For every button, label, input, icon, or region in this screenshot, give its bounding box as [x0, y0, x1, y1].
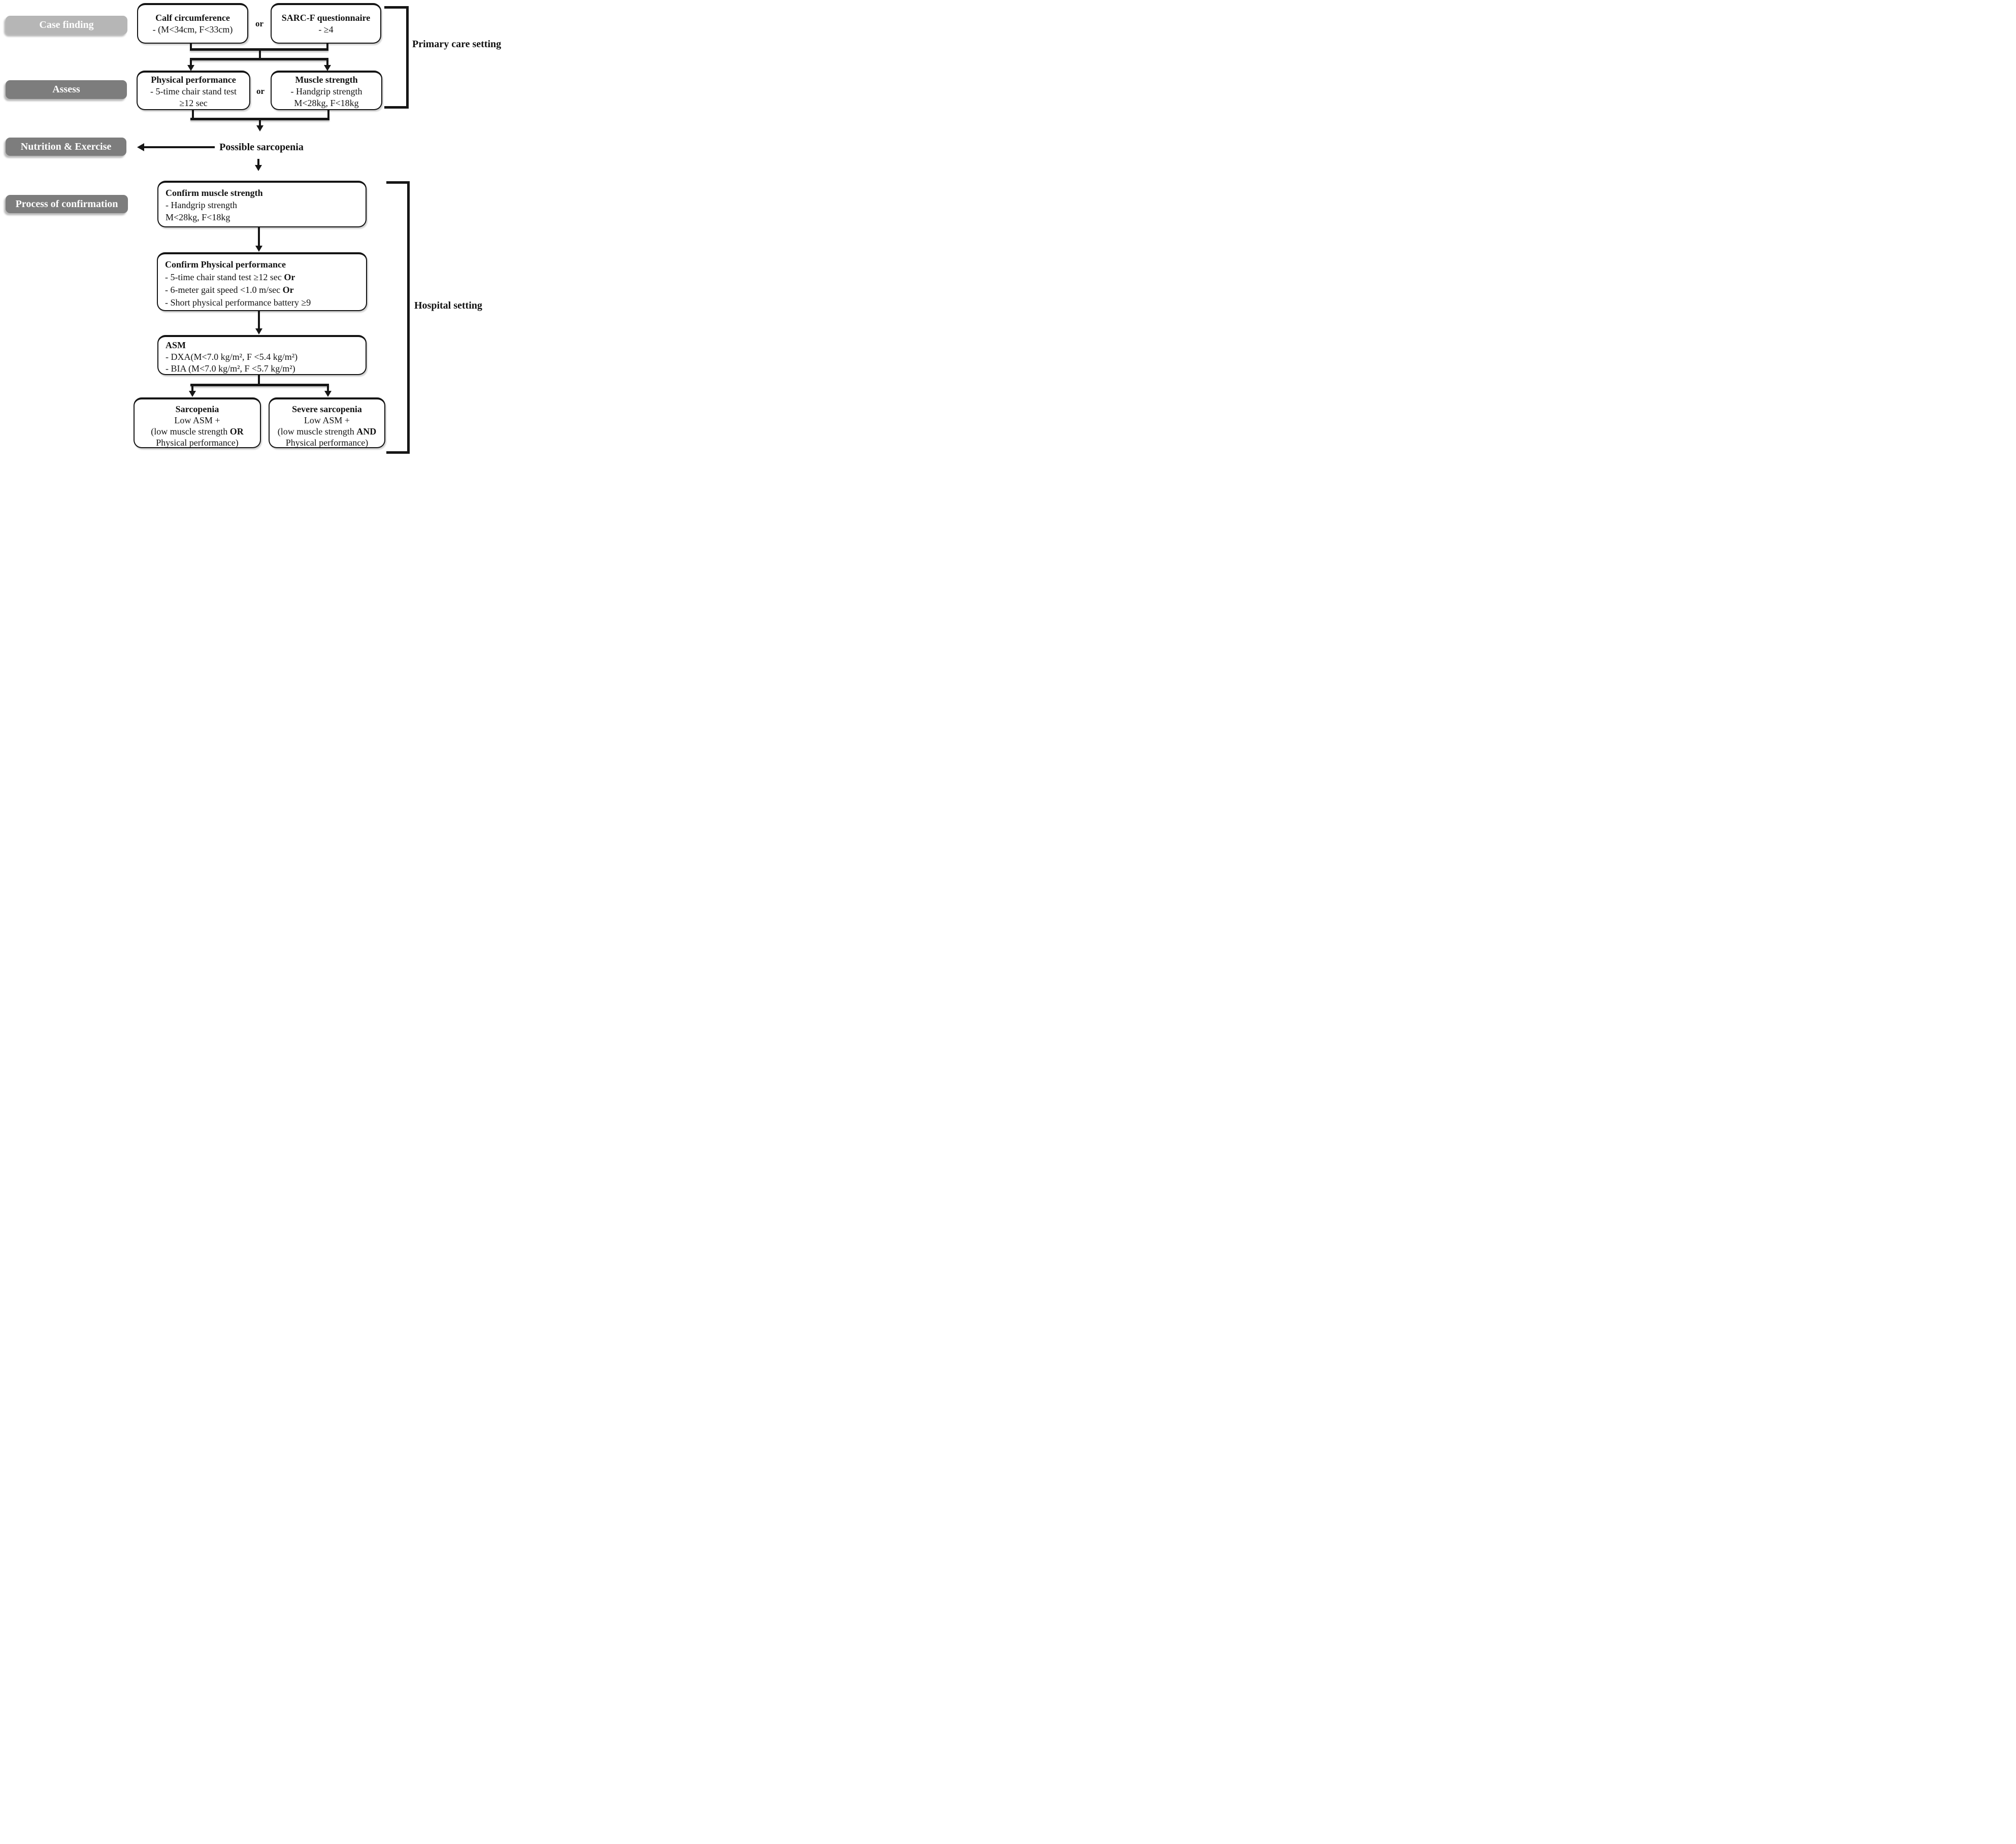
- box-physical-performance: Physical performance - 5-time chair stan…: [137, 71, 250, 110]
- severe-criteria-text: (low muscle strength: [277, 426, 357, 437]
- box-confirm-muscle-strength-cutoff: M<28kg, F<18kg: [166, 212, 230, 222]
- bracket-hospital-bottom-foot: [386, 451, 410, 454]
- connector-split-bar-outcomes: [190, 384, 329, 386]
- box-confirm-physical-performance-chair-stand: - 5-time chair stand test ≥12 sec Or: [165, 271, 366, 284]
- connector-stub-sarcf: [326, 44, 328, 49]
- connector-merge-bar-assess: [190, 118, 329, 120]
- box-confirm-physical-performance-gait-speed: - 6-meter gait speed <1.0 m/sec Or: [165, 284, 366, 296]
- stage-label-process-of-confirmation: Process of confirmation: [6, 195, 128, 213]
- hospital-setting-label: Hospital setting: [414, 300, 482, 311]
- box-confirm-muscle-strength-title: Confirm muscle strength: [166, 188, 263, 198]
- connector-stub-asm: [258, 375, 260, 385]
- box-muscle-strength-test: - Handgrip strength: [290, 86, 362, 96]
- box-confirm-muscle-strength: Confirm muscle strength - Handgrip stren…: [157, 181, 367, 227]
- box-asm: ASM - DXA(M<7.0 kg/m², F <5.4 kg/m²) - B…: [157, 335, 367, 375]
- box-sarc-f: SARC-F questionnaire - ≥4: [271, 3, 381, 44]
- box-confirm-muscle-strength-test: - Handgrip strength: [166, 200, 237, 210]
- box-sarcopenia-low-asm: Low ASM +: [174, 415, 220, 425]
- bracket-hospital-top-foot: [386, 181, 410, 184]
- arrow-down-icon-asm: [255, 328, 262, 334]
- connector-stub-physical: [192, 110, 194, 119]
- connector-center-drop-top: [259, 51, 261, 59]
- arrow-down-icon-muscle: [324, 65, 331, 71]
- box-muscle-strength-title: Muscle strength: [295, 75, 358, 85]
- box-sarcopenia-physical: Physical performance): [156, 438, 239, 448]
- sarcopenia-criteria-text: (low muscle strength: [151, 426, 230, 437]
- box-calf-circumference-title: Calf circumference: [155, 13, 230, 23]
- box-sarc-f-criteria: - ≥4: [318, 24, 334, 35]
- arrow-down-icon-confirm: [255, 165, 262, 171]
- connector-line-to-nutrition: [144, 146, 215, 148]
- box-confirm-physical-performance: Confirm Physical performance - 5-time ch…: [157, 252, 367, 311]
- or-label-assess: or: [256, 86, 265, 96]
- arrow-down-icon-physical: [187, 65, 194, 71]
- box-muscle-strength-cutoff: M<28kg, F<18kg: [294, 98, 359, 108]
- connector-arrow-line-sarcopenia: [191, 386, 193, 392]
- box-asm-title: ASM: [166, 340, 186, 350]
- connector-stub-muscle: [327, 110, 329, 119]
- chair-stand-or: Or: [284, 272, 295, 282]
- connector-arrow-line-severe: [327, 386, 329, 392]
- bracket-hospital-vertical: [407, 181, 410, 454]
- box-severe-sarcopenia-title: Severe sarcopenia: [292, 404, 362, 414]
- arrow-left-icon-nutrition: [137, 143, 144, 151]
- box-physical-performance-cutoff: ≥12 sec: [179, 98, 208, 108]
- severe-criteria-and: AND: [356, 426, 377, 437]
- connector-merge-bar-top: [190, 48, 328, 51]
- box-sarcopenia-criteria: (low muscle strength OR: [135, 426, 260, 437]
- gait-speed-text: - 6-meter gait speed <1.0 m/sec: [165, 285, 283, 295]
- box-confirm-physical-performance-title: Confirm Physical performance: [165, 259, 286, 270]
- connector-arrow-line-possible: [259, 120, 261, 126]
- connector-arrow-line-asm: [258, 311, 260, 329]
- box-asm-bia: - BIA (M<7.0 kg/m², F <5.7 kg/m²): [166, 363, 295, 374]
- connector-arrow-line-physical: [190, 60, 192, 66]
- box-severe-sarcopenia: Severe sarcopenia Low ASM + (low muscle …: [269, 397, 385, 448]
- box-calf-circumference-criteria: - (M<34cm, F<33cm): [152, 24, 233, 35]
- box-calf-circumference: Calf circumference - (M<34cm, F<33cm): [137, 3, 248, 44]
- connector-stub-calf: [190, 44, 192, 49]
- gait-speed-or: Or: [282, 285, 294, 295]
- box-asm-dxa: - DXA(M<7.0 kg/m², F <5.4 kg/m²): [166, 352, 298, 362]
- arrow-down-icon-sarcopenia: [189, 391, 196, 397]
- connector-arrow-line-confirm-physical: [258, 227, 260, 247]
- bracket-primary-bottom-foot: [384, 106, 409, 109]
- box-confirm-physical-performance-sppb: - Short physical performance battery ≥9: [165, 297, 311, 308]
- box-severe-sarcopenia-physical: Physical performance): [285, 438, 369, 448]
- stage-label-assess: Assess: [6, 80, 127, 99]
- primary-care-setting-label: Primary care setting: [412, 39, 502, 50]
- arrow-down-icon-possible: [256, 125, 263, 131]
- stage-label-nutrition-exercise: Nutrition & Exercise: [6, 138, 126, 156]
- box-physical-performance-test: - 5-time chair stand test: [150, 86, 237, 96]
- sarcopenia-criteria-or: OR: [229, 426, 244, 437]
- chair-stand-text: - 5-time chair stand test ≥12 sec: [165, 272, 284, 282]
- box-severe-sarcopenia-low-asm: Low ASM +: [304, 415, 350, 425]
- box-sarc-f-title: SARC-F questionnaire: [281, 13, 371, 23]
- box-sarcopenia-title: Sarcopenia: [175, 404, 219, 414]
- arrow-down-icon-confirm-physical: [255, 246, 262, 252]
- bracket-primary-top-foot: [384, 6, 409, 9]
- stage-label-case-finding: Case finding: [6, 16, 127, 35]
- connector-arrow-line-muscle: [326, 60, 328, 66]
- possible-sarcopenia-label: Possible sarcopenia: [219, 142, 304, 153]
- connector-arrow-line-confirm: [257, 159, 259, 166]
- box-physical-performance-title: Physical performance: [151, 75, 236, 85]
- bracket-primary-vertical: [406, 6, 409, 109]
- sarcopenia-flowchart: Case finding Assess Nutrition & Exercise…: [0, 0, 504, 461]
- box-muscle-strength: Muscle strength - Handgrip strength M<28…: [271, 71, 382, 110]
- arrow-down-icon-severe: [324, 391, 332, 397]
- box-severe-sarcopenia-criteria: (low muscle strength AND: [270, 426, 384, 437]
- or-label-top: or: [255, 19, 264, 28]
- connector-split-bar-top: [190, 58, 328, 60]
- box-sarcopenia: Sarcopenia Low ASM + (low muscle strengt…: [134, 397, 261, 448]
